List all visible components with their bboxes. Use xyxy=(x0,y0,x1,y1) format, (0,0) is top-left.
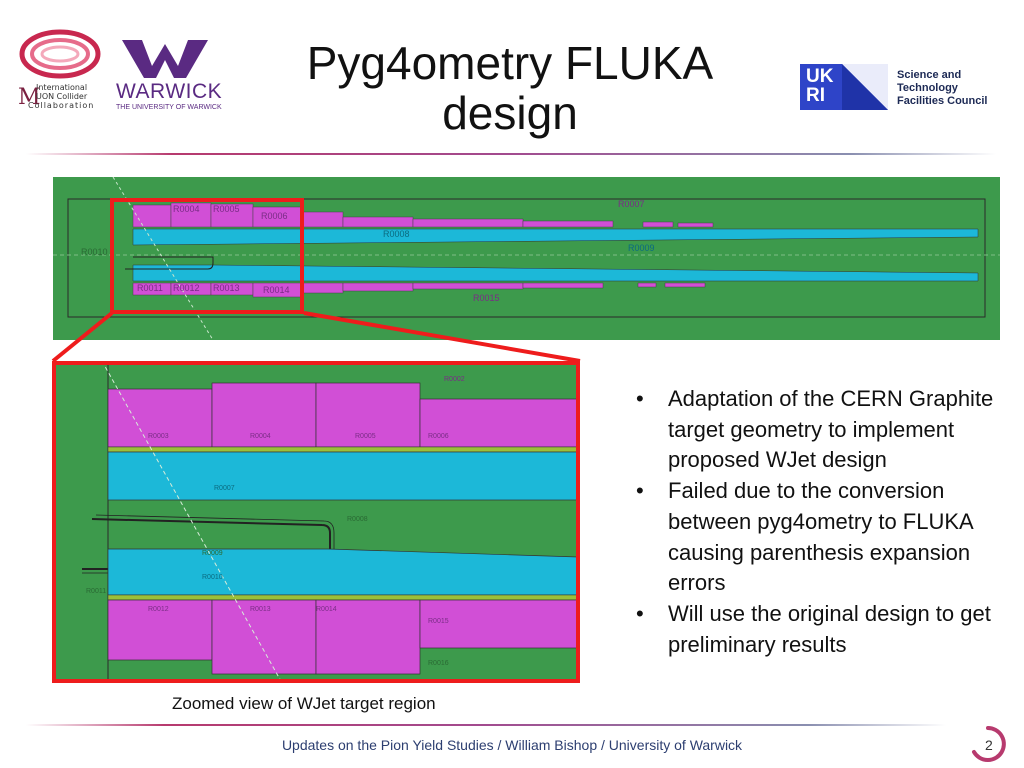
top-label-r0007: R0007 xyxy=(618,199,645,209)
top-label-r0004: R0004 xyxy=(173,204,200,214)
zoom-label-r0008: R0008 xyxy=(347,516,368,523)
imcc-initial: M xyxy=(18,85,41,110)
zoom-label-r0002: R0002 xyxy=(444,376,465,383)
top-label-r0015: R0015 xyxy=(473,293,500,303)
zoom-label-r0010: R0010 xyxy=(202,574,223,581)
bullet-text: Adaptation of the CERN Graphite target g… xyxy=(668,386,994,473)
top-label-r0011: R0011 xyxy=(137,283,163,293)
top-label-r0013: R0013 xyxy=(213,283,240,293)
imcc-logo: M International UON Collider Collaborati… xyxy=(18,28,110,114)
warwick-subtitle: THE UNIVERSITY OF WARWICK xyxy=(116,104,222,111)
ukri-block: UK RI xyxy=(800,64,888,110)
imcc-rings-icon xyxy=(19,29,101,79)
geometry-overview: R0004 R0005 R0006 R0007 R0008 R0009 R001… xyxy=(53,176,1000,341)
bullet-item: • Failed due to the conversion between p… xyxy=(630,476,1010,599)
imcc-line1: International xyxy=(36,83,88,92)
ukri-triangle-icon xyxy=(842,64,888,110)
bullet-text: Will use the original design to get prel… xyxy=(668,600,991,657)
zoom-label-r0016: R0016 xyxy=(428,660,449,667)
bullet-text: Failed due to the conversion between pyg… xyxy=(668,478,973,596)
ukri-letters-bottom: RI xyxy=(806,85,825,106)
geometry-zoomed-drawing: R0002 R0003 R0004 R0005 R0006 R0007 R000… xyxy=(52,360,580,684)
zoom-label-r0006: R0006 xyxy=(428,433,449,440)
top-label-r0008: R0008 xyxy=(383,229,410,239)
bullet-item: • Will use the original design to get pr… xyxy=(630,599,1010,660)
warwick-logo: WARWICK THE UNIVERSITY OF WARWICK xyxy=(116,40,222,115)
zoom-label-r0015: R0015 xyxy=(428,618,449,625)
stfc-line1: Science and xyxy=(897,69,962,81)
page-number-ring-icon xyxy=(972,726,1006,762)
bullet-item: • Adaptation of the CERN Graphite target… xyxy=(630,384,1010,476)
bullet-dot: • xyxy=(636,478,644,504)
ukri-stfc-logo: UK RI Science and Technology Facilities … xyxy=(798,62,998,112)
slide-title-line1: Pyg4ometry FLUKA xyxy=(306,37,714,89)
geometry-overview-drawing: R0004 R0005 R0006 R0007 R0008 R0009 R001… xyxy=(53,176,1000,341)
slide-title-line2: design xyxy=(442,87,578,139)
warwick-name: WARWICK xyxy=(116,80,223,103)
figure-caption: Zoomed view of WJet target region xyxy=(172,694,436,713)
zoom-label-r0013: R0013 xyxy=(250,606,271,613)
zoom-label-r0011: R0011 xyxy=(86,588,106,595)
bullet-list: • Adaptation of the CERN Graphite target… xyxy=(630,384,1010,660)
zoom-label-r0007: R0007 xyxy=(214,485,235,492)
geometry-zoomed: R0002 R0003 R0004 R0005 R0006 R0007 R000… xyxy=(52,360,580,684)
zoom-label-r0004: R0004 xyxy=(250,433,271,440)
top-label-r0012: R0012 xyxy=(173,283,200,293)
imcc-line3: Collaboration xyxy=(28,101,95,110)
imcc-line2: UON Collider xyxy=(36,92,88,101)
stfc-line2: Technology xyxy=(897,82,958,94)
page-number: 2 xyxy=(985,737,993,753)
header-divider xyxy=(26,153,996,155)
slide-title: Pyg4ometry FLUKA design xyxy=(250,38,770,138)
zoom-label-r0005: R0005 xyxy=(355,433,376,440)
bullet-dot: • xyxy=(636,600,644,626)
footer-text: Updates on the Pion Yield Studies / Will… xyxy=(281,737,743,753)
top-label-r0005: R0005 xyxy=(213,204,240,214)
bullet-dot: • xyxy=(636,386,644,411)
zoom-label-r0012: R0012 xyxy=(148,606,169,613)
top-label-r0009: R0009 xyxy=(628,243,655,253)
stfc-line3: Facilities Council xyxy=(897,95,988,107)
warwick-crest-icon xyxy=(122,40,208,78)
top-label-r0006: R0006 xyxy=(261,211,288,221)
zoom-label-r0014: R0014 xyxy=(316,606,337,613)
zoom-label-r0009: R0009 xyxy=(202,550,223,557)
top-label-r0014: R0014 xyxy=(263,285,290,295)
ukri-letters-top: UK xyxy=(806,66,834,87)
footer-divider xyxy=(26,724,946,726)
top-label-r0010: R0010 xyxy=(81,247,108,257)
zoom-label-r0003: R0003 xyxy=(148,433,169,440)
